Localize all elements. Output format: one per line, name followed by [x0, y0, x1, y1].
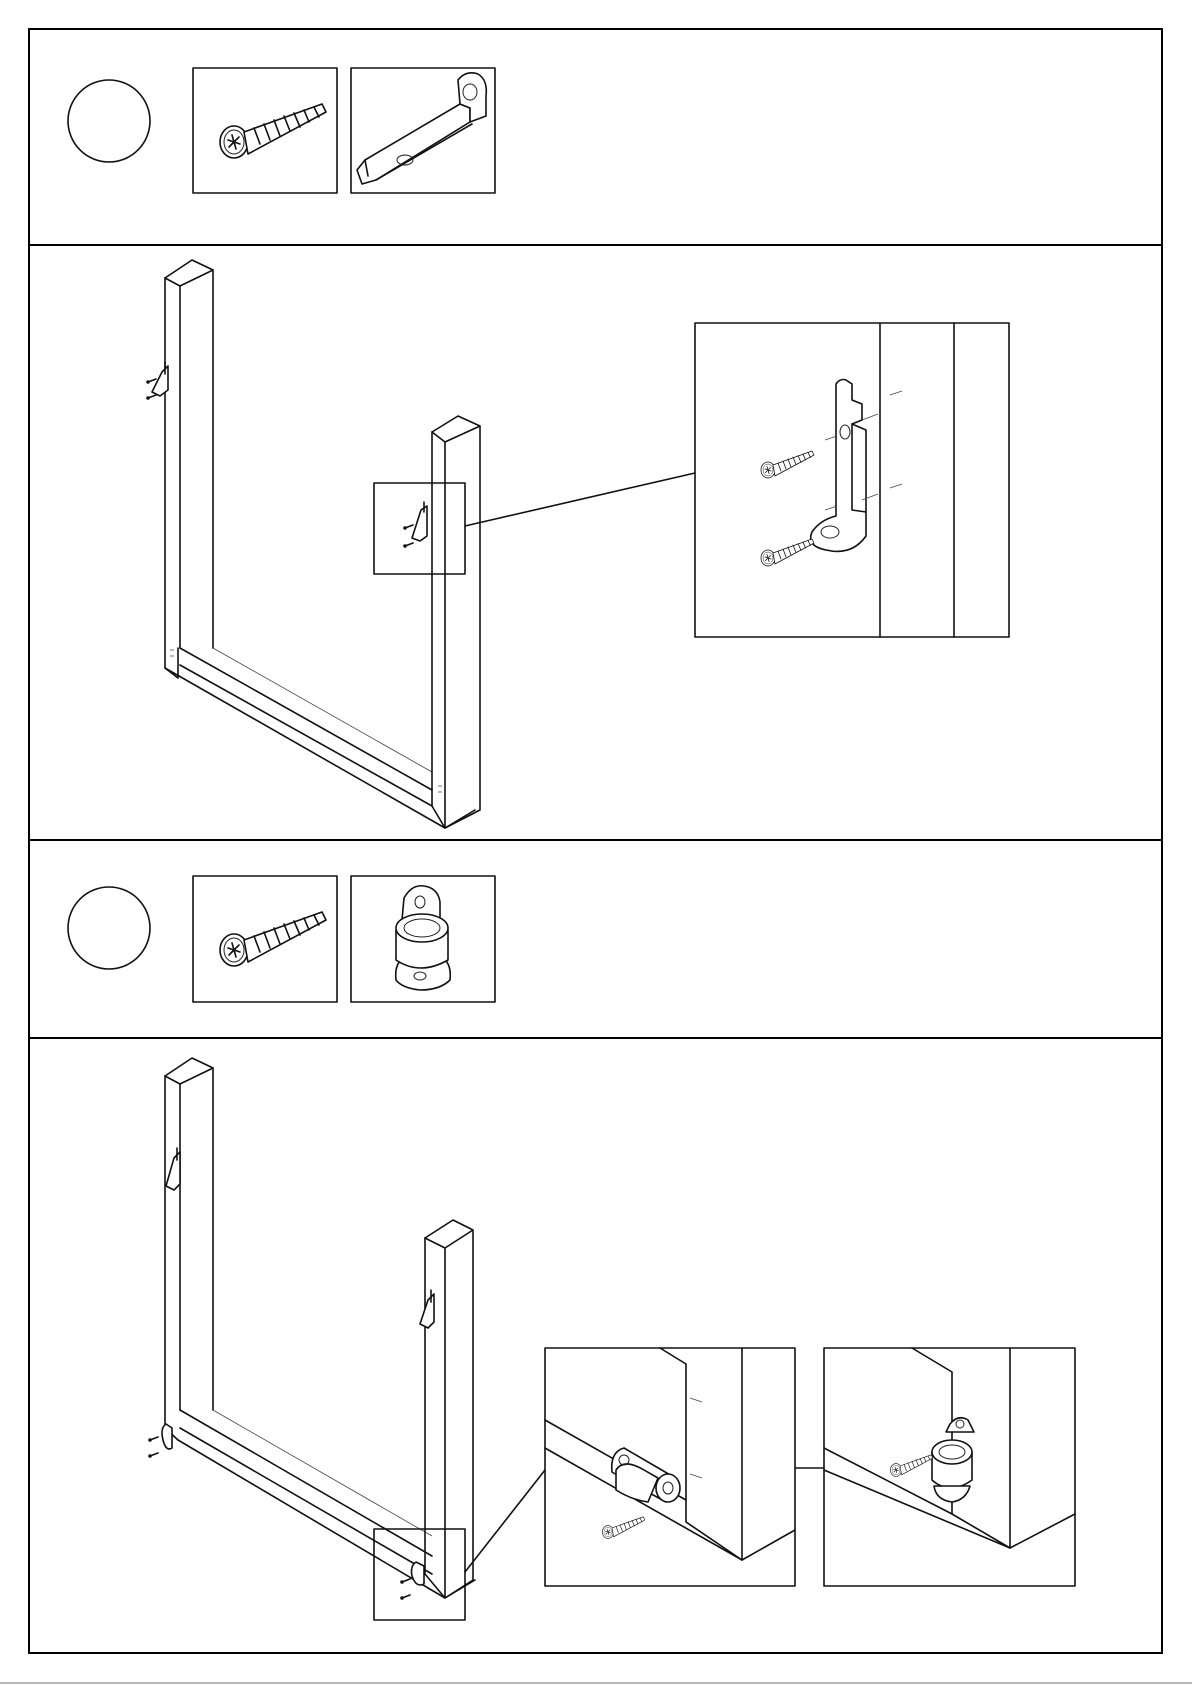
l-bracket-icon [357, 73, 486, 184]
step-2-detail-view-a [545, 1348, 795, 1586]
rod-holder-clip-icon [396, 886, 451, 990]
step-1-parts [68, 68, 495, 193]
countersunk-screw-icon [220, 912, 326, 966]
step-number-circle [68, 887, 150, 969]
step-2-frame-view [148, 1058, 545, 1620]
step-2-detail-view-b [824, 1348, 1075, 1586]
step-2-parts [68, 876, 495, 1002]
step-number-circle [68, 80, 150, 162]
countersunk-screw-icon [220, 104, 326, 158]
step-1-frame-view [146, 260, 695, 828]
step-1-detail-view [695, 323, 1009, 637]
